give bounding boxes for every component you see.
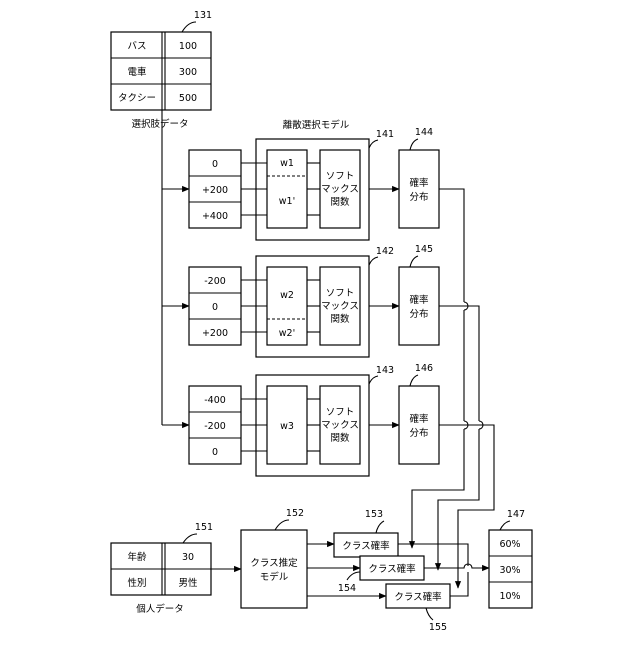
class-probability-3: クラス確率 155 — [307, 584, 450, 633]
choice-value-taxi: 500 — [179, 93, 197, 104]
class-prob-ref-3: 155 — [429, 622, 447, 633]
softmax-label: マックス — [321, 420, 359, 431]
prob-dist-label: 分布 — [409, 308, 428, 320]
model-block-2: -200 0 +200 142 w2 w2' ソフト マックス 関数 確率 分布… — [189, 244, 439, 357]
discrete-model-title: 離散選択モデル — [283, 119, 350, 131]
class-probability-1: クラス確率 153 — [307, 509, 398, 557]
leader-line — [182, 22, 196, 32]
weight-label: w2 — [280, 290, 294, 301]
leader-line — [275, 520, 289, 530]
leader-line — [410, 139, 418, 150]
choice-value-train: 300 — [179, 67, 197, 78]
output-value: 60% — [499, 539, 520, 550]
class-estimation-model: 152 クラス推定 モデル — [241, 508, 307, 608]
output-ref: 147 — [507, 509, 525, 520]
input-value: +200 — [202, 328, 228, 339]
prob-dist-box-1 — [399, 150, 439, 228]
prob-dist-box-2 — [399, 267, 439, 345]
choice-table-caption: 選択肢データ — [131, 118, 188, 130]
input-value: 0 — [212, 447, 218, 458]
personal-data-table: 151 年齢 30 性別 男性 個人データ — [111, 522, 213, 615]
class-prob-ref-1: 153 — [365, 509, 383, 520]
prob-dist-label: 分布 — [409, 427, 428, 439]
prob-dist-ref-3: 146 — [415, 363, 433, 374]
input-value: +400 — [202, 211, 228, 222]
output-value: 10% — [499, 591, 520, 602]
leader-line — [369, 140, 378, 148]
prob-dist-label: 確率 — [409, 294, 429, 306]
model-ref-2: 142 — [376, 246, 394, 257]
choice-label-taxi: タクシー — [118, 93, 156, 104]
softmax-label: 関数 — [330, 196, 350, 208]
weight-alt-label: w2' — [279, 328, 295, 339]
softmax-label: マックス — [321, 184, 359, 195]
personal-value-gender: 男性 — [178, 577, 198, 589]
input-value: +200 — [202, 185, 228, 196]
softmax-label: マックス — [321, 301, 359, 312]
class-prob-label: クラス確率 — [342, 540, 390, 552]
input-value: 0 — [212, 159, 218, 170]
class-prob-label: クラス確率 — [394, 591, 442, 603]
choice-table-ref: 131 — [194, 10, 212, 21]
softmax-label: 関数 — [330, 313, 350, 325]
input-value: 0 — [212, 302, 218, 313]
choice-distribution-lines — [162, 110, 189, 425]
class-prob-label: クラス確率 — [368, 563, 416, 575]
personal-value-age: 30 — [182, 552, 194, 563]
leader-line — [369, 257, 378, 265]
softmax-label: 関数 — [330, 432, 350, 444]
weight-alt-label: w1' — [279, 196, 295, 207]
class-model-label: クラス推定 — [250, 557, 298, 569]
class-model-box — [241, 530, 307, 608]
leader-line — [183, 534, 197, 543]
weight-label: w1 — [280, 158, 294, 169]
model-block-1: 0 +200 +400 141 w1 w1' ソフト マックス 関数 確率 分布… — [189, 127, 439, 240]
input-value: -200 — [204, 421, 226, 432]
leader-line — [410, 375, 418, 386]
softmax-label: ソフト — [326, 407, 355, 418]
choice-label-bus: バス — [127, 41, 146, 52]
prob-dist-box-3 — [399, 386, 439, 464]
personal-table-ref: 151 — [195, 522, 213, 533]
model-block-3: -400 -200 0 143 w3 ソフト マックス 関数 確率 分布 146 — [189, 363, 439, 476]
personal-label-age: 年齢 — [127, 551, 147, 563]
personal-label-gender: 性別 — [127, 577, 146, 589]
choice-value-bus: 100 — [179, 41, 197, 52]
personal-table-caption: 個人データ — [136, 603, 184, 615]
choice-label-train: 電車 — [127, 66, 147, 78]
leader-line — [410, 256, 418, 267]
leader-line — [500, 521, 510, 530]
class-model-label: モデル — [260, 571, 289, 583]
prob-dist-ref-2: 145 — [415, 244, 433, 255]
input-value: -200 — [204, 276, 226, 287]
class-model-ref: 152 — [286, 508, 304, 519]
prob-dist-label: 確率 — [409, 413, 429, 425]
output-distribution: 147 60% 30% 10% — [489, 509, 532, 608]
leader-line — [369, 376, 378, 384]
output-value: 30% — [499, 565, 520, 576]
softmax-label: ソフト — [326, 288, 355, 299]
weight-label: w3 — [280, 421, 294, 432]
leader-line — [376, 521, 384, 533]
input-value: -400 — [204, 395, 226, 406]
prob-dist-label: 確率 — [409, 177, 429, 189]
model-ref-1: 141 — [376, 129, 394, 140]
prob-dist-ref-1: 144 — [415, 127, 433, 138]
leader-line — [347, 572, 360, 580]
model-ref-3: 143 — [376, 365, 394, 376]
leader-line — [426, 608, 433, 620]
softmax-label: ソフト — [326, 171, 355, 182]
prob-dist-label: 分布 — [409, 191, 428, 203]
class-prob-ref-2: 154 — [338, 583, 356, 594]
